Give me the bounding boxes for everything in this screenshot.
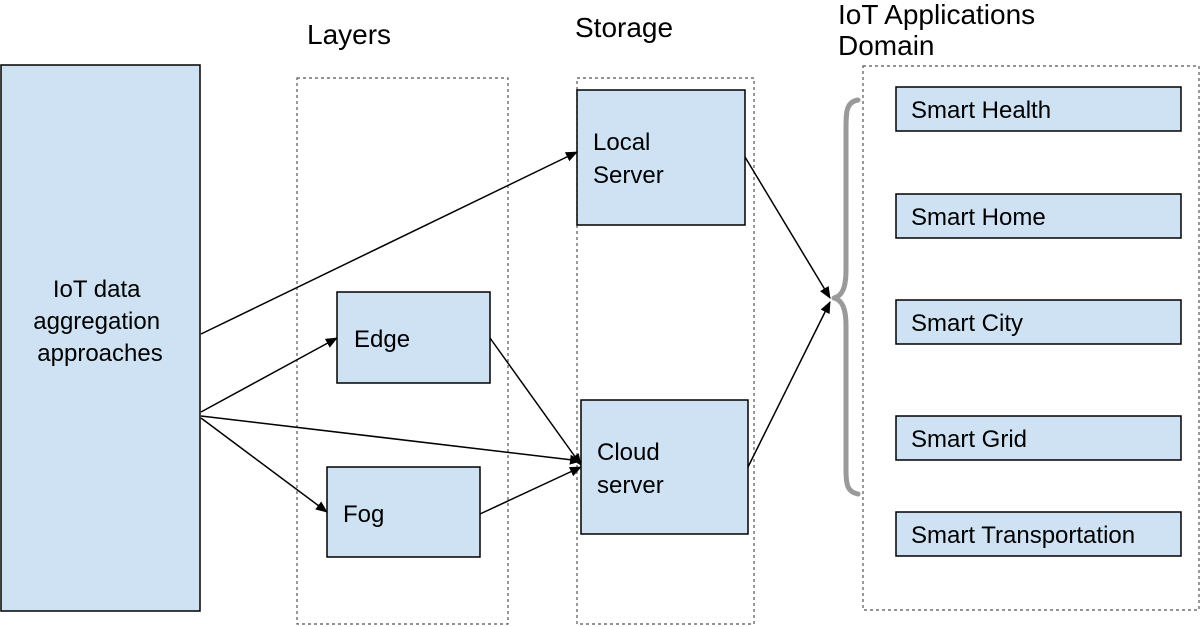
storage-group-frame (576, 77, 755, 625)
local-server-label-line-1: Local (593, 129, 650, 156)
applications-title-line-2: Domain (838, 30, 934, 61)
arrow-edge-to-cloud-server (489, 337, 582, 466)
app-label-smart-health: Smart Health (911, 97, 1051, 124)
arrow-source-to-edge (200, 337, 338, 413)
applications-column-title: IoT Applications Domain (838, 0, 1043, 61)
app-item-smart-grid: Smart Grid (895, 415, 1182, 461)
arrow-local-server-to-applications (744, 156, 831, 299)
app-label-smart-city: Smart City (911, 310, 1023, 337)
local-server-node: Local Server (576, 89, 746, 226)
app-label-smart-grid: Smart Grid (911, 426, 1027, 453)
app-item-smart-transportation: Smart Transportation (895, 511, 1182, 557)
arrow-source-to-cloud-server (200, 415, 582, 465)
applications-title-line-1: IoT Applications (838, 0, 1035, 30)
arrow-fog-to-cloud-server (479, 466, 582, 515)
svg-text:Cloud server: Cloud server (597, 439, 666, 499)
app-item-smart-health: Smart Health (895, 86, 1182, 132)
applications-brace (831, 97, 861, 497)
cloud-server-label-line-2: server (597, 472, 664, 499)
storage-column-title: Storage (575, 12, 673, 43)
app-item-smart-city: Smart City (895, 299, 1182, 345)
local-server-label-line-2: Server (593, 162, 664, 189)
edge-node: Edge (336, 291, 491, 384)
cloud-server-label-line-1: Cloud (597, 439, 660, 466)
arrow-cloud-server-to-applications (747, 301, 831, 468)
app-item-smart-home: Smart Home (895, 193, 1182, 239)
layers-column-title: Layers (307, 19, 391, 50)
source-node: IoT data aggregation approaches (0, 64, 201, 612)
svg-text:IoT data aggregation: IoT data aggregation approaches (33, 276, 166, 367)
arrow-source-to-local-server (200, 151, 578, 335)
fog-node: Fog (326, 466, 481, 558)
arrow-source-to-fog (200, 417, 328, 513)
fog-label: Fog (343, 501, 384, 528)
svg-text:Local Server: Local Server (593, 129, 664, 189)
cloud-server-node: Cloud server (580, 399, 749, 535)
app-label-smart-transportation: Smart Transportation (911, 522, 1135, 549)
source-label-line-2: aggregation (33, 308, 160, 335)
source-label-line-1: IoT data (53, 276, 141, 303)
source-label-line-3: approaches (37, 340, 162, 367)
edge-label: Edge (354, 326, 410, 353)
applications-group-frame (862, 65, 1200, 611)
app-label-smart-home: Smart Home (911, 204, 1046, 231)
